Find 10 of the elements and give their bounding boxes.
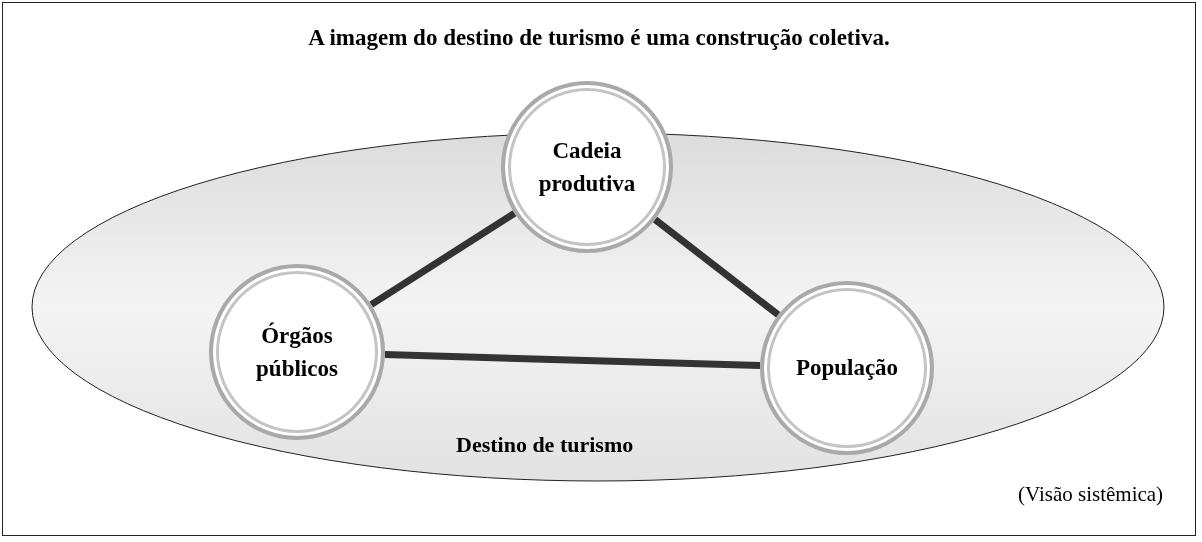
- region-label: Destino de turismo: [456, 432, 634, 458]
- note-text: (Visão sistêmica): [1018, 482, 1164, 507]
- node-label: População: [794, 354, 900, 383]
- connector-line: [652, 216, 781, 318]
- node-label: Cadeia produtiva: [537, 136, 637, 198]
- connector-line: [384, 351, 761, 369]
- title: A imagem do destino de turismo é uma construção coletiva.: [307, 25, 891, 51]
- connector-line: [369, 210, 517, 308]
- ellipse-region: [31, 132, 1165, 482]
- node-label: Órgãos públicos: [255, 321, 339, 383]
